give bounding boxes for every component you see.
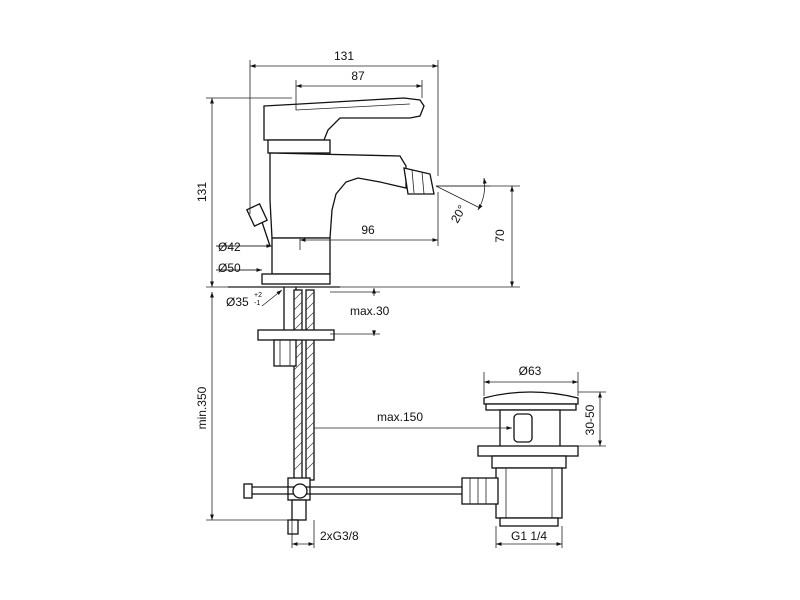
faucet-body [228,97,435,288]
dim-base-42: Ø42 [218,240,241,254]
dim-spout-reach: 96 [361,223,375,237]
aerator [403,167,435,195]
spout [269,152,407,239]
popup-knob [245,203,269,227]
dim-aerator-height: 70 [493,229,507,243]
dim-base-50: Ø50 [218,261,241,275]
dim-waste-thread: G1 1/4 [511,529,547,543]
base-ring [271,237,331,275]
dim-max-deck: max.30 [350,304,390,318]
fixing-plate [257,329,335,341]
dimension-labels: 131 87 131 96 70 20° Ø42 Ø50 Ø35 +2 -1 m… [195,49,597,543]
fixing-nut [273,339,297,367]
dim-total-width: 131 [334,49,354,63]
cartridge-block [267,139,331,154]
dim-hose-thread: 2xG3/8 [320,529,359,543]
dim-hole-diameter: Ø35 [226,295,249,309]
waste-plug [483,391,579,405]
dim-lever-width: 87 [351,69,365,83]
dim-hole-tol-plus: +2 [254,292,262,299]
dim-min-hose: min.350 [195,386,209,429]
dim-spray-angle: 20° [448,202,469,225]
waste-assembly [461,391,579,527]
dim-waste-height: 30-50 [583,404,597,435]
dimension-lines [210,64,602,546]
under-deck-assembly [243,287,466,535]
dim-max-rod: max.150 [377,410,423,424]
dim-hole-tol-minus: -1 [254,300,260,307]
dim-total-height: 131 [195,182,209,202]
dim-waste-diameter: Ø63 [519,364,542,378]
